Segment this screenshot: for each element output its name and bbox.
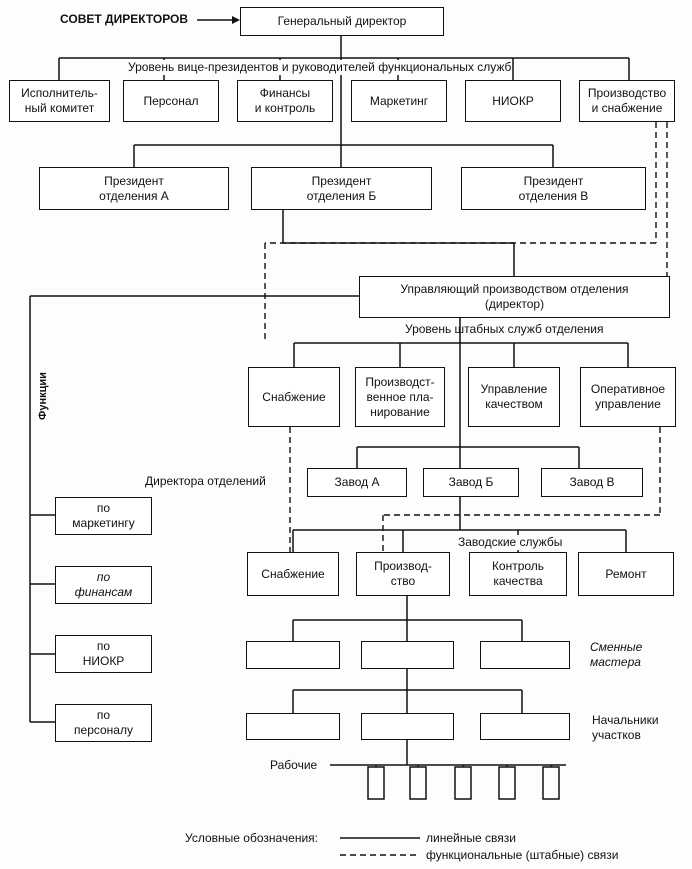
- staff-level-label: Уровень штабных служб отделения: [405, 322, 604, 336]
- rnd-box: НИОКР: [465, 80, 561, 122]
- division-manager-box: Управляющий производством отделения (дир…: [359, 276, 670, 318]
- function-personnel-box: по персоналу: [55, 704, 152, 742]
- quality-management-box: Управление качеством: [468, 367, 560, 427]
- vp-level-label: Уровень вице-президентов и руководителей…: [128, 60, 512, 75]
- plant-c-box: Завод В: [541, 468, 643, 497]
- president-c-box: Президент отделения В: [461, 167, 646, 210]
- president-a-box: Президент отделения А: [39, 167, 229, 210]
- worker-box: [409, 766, 427, 800]
- plant-production-box: Производ- ство: [356, 552, 450, 596]
- operational-management-box: Оперативное управление: [580, 367, 676, 427]
- worker-box: [367, 766, 385, 800]
- executive-committee-box: Исполнитель- ный комитет: [9, 80, 110, 122]
- function-rnd-box: по НИОКР: [55, 635, 152, 673]
- finance-box: Финансы и контроль: [237, 80, 333, 122]
- section-head-box: [480, 713, 570, 740]
- division-directors-label: Директора отделений: [145, 474, 266, 488]
- legend-title: Условные обозначения:: [185, 831, 318, 845]
- production-supply-box: Производство и снабжение: [579, 80, 675, 122]
- section-heads-label: Начальники участков: [592, 713, 659, 742]
- quality-control-box: Контроль качества: [469, 552, 567, 596]
- worker-box: [542, 766, 560, 800]
- function-marketing-box: по маркетингу: [55, 497, 152, 535]
- plant-a-box: Завод А: [307, 468, 407, 497]
- workers-label: Рабочие: [270, 758, 318, 772]
- legend-solid-label: линейные связи: [426, 831, 516, 845]
- marketing-box: Маркетинг: [351, 80, 447, 122]
- plant-supply-box: Снабжение: [247, 552, 339, 596]
- section-head-box: [246, 713, 340, 740]
- legend-dashed-label: функциональные (штабные) связи: [426, 848, 619, 862]
- personnel-box: Персонал: [123, 80, 219, 122]
- president-b-box: Президент отделения Б: [251, 167, 432, 210]
- shift-masters-label: Сменные мастера: [590, 640, 643, 669]
- worker-box: [454, 766, 472, 800]
- ceo-box: Генеральный директор: [240, 7, 444, 36]
- function-finance-box: по финансам: [55, 566, 152, 604]
- shift-master-box: [361, 641, 454, 669]
- plant-b-box: Завод Б: [423, 468, 519, 497]
- production-planning-box: Производст- венное пла- нирование: [355, 367, 445, 427]
- repair-box: Ремонт: [578, 552, 674, 596]
- functions-label: Функции: [37, 372, 49, 420]
- plant-services-label: Заводские службы: [458, 535, 563, 550]
- worker-box: [498, 766, 516, 800]
- board-label: СОВЕТ ДИРЕКТОРОВ: [60, 12, 189, 26]
- shift-master-box: [246, 641, 340, 669]
- shift-master-box: [480, 641, 570, 669]
- division-supply-box: Снабжение: [248, 367, 340, 427]
- section-head-box: [361, 713, 454, 740]
